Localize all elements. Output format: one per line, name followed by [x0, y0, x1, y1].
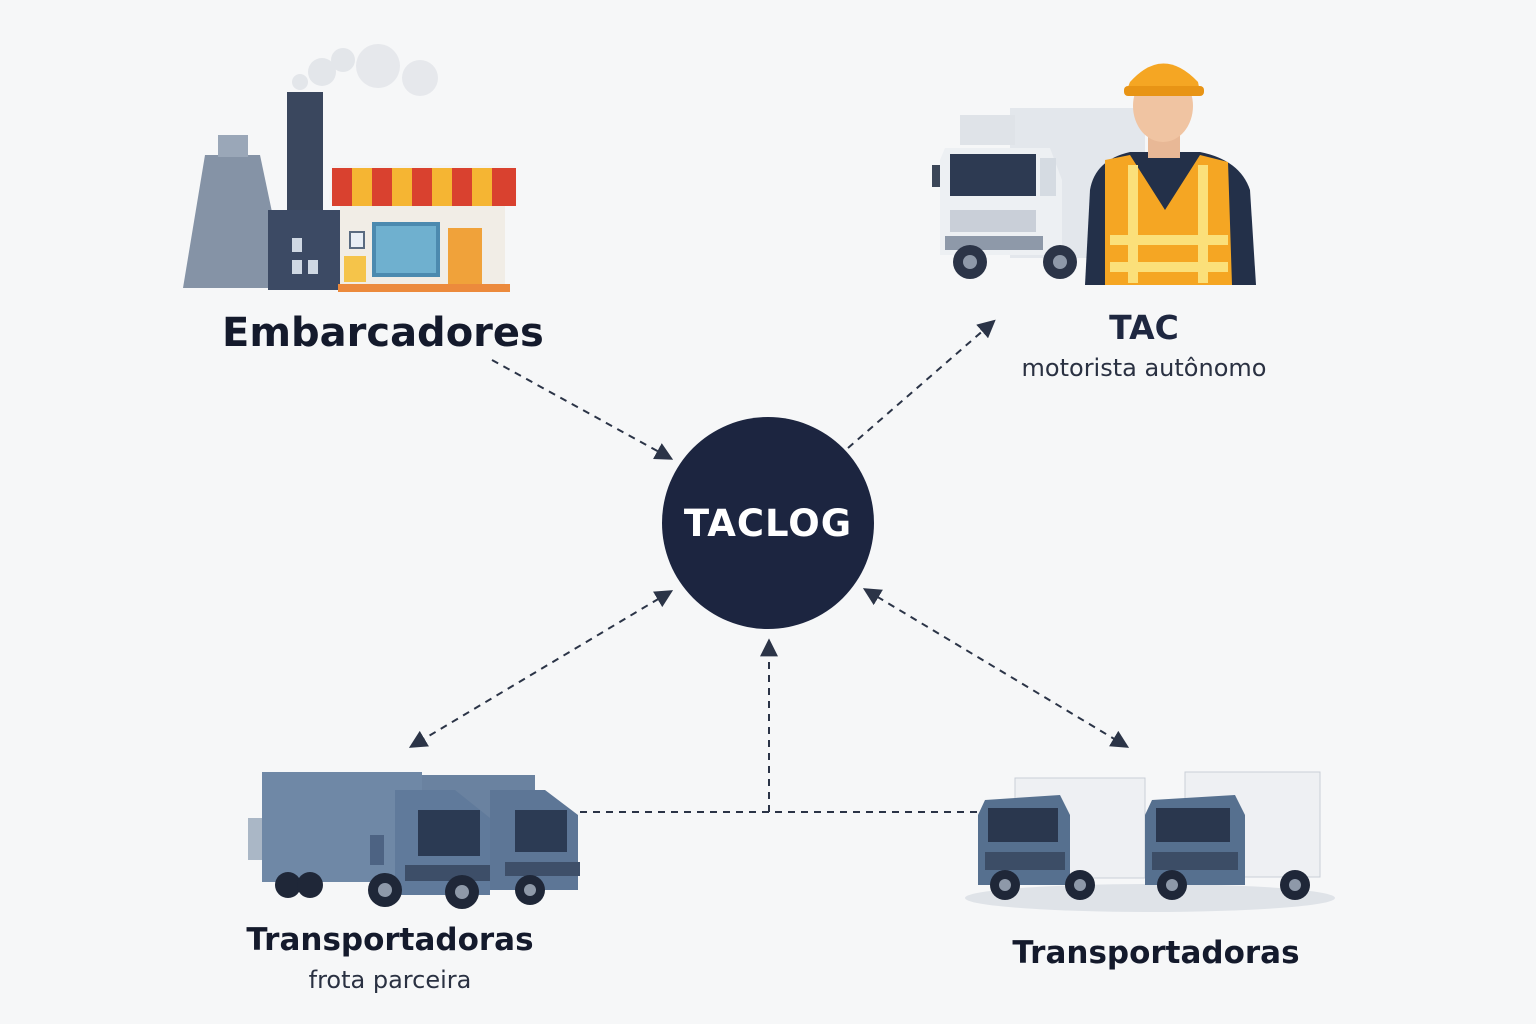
taclog-hub: TACLOG	[662, 417, 874, 629]
embarcadores-title: Embarcadores	[222, 310, 544, 356]
tac-subtitle: motorista autônomo	[1021, 354, 1267, 382]
transportadoras-parceira-subtitle: frota parceira	[308, 966, 472, 994]
transportadoras-parceira-title: Transportadoras	[246, 922, 534, 958]
white-box-trucks-icon	[965, 771, 1335, 912]
arrow-hub-to-tac	[847, 319, 996, 449]
blue-fleet-trucks-icon	[248, 772, 580, 909]
arrow-embarcadores-to-hub	[491, 359, 674, 460]
tac-title: TAC	[1109, 308, 1179, 347]
hub-label: TACLOG	[683, 501, 853, 545]
transportadoras-title: Transportadoras	[1012, 935, 1300, 971]
factory-and-store-icon	[183, 44, 518, 292]
arrow-hub-parceira	[408, 590, 674, 748]
truck-driver-icon	[932, 63, 1256, 285]
arrow-hub-transportadoras	[862, 588, 1130, 748]
connectors	[408, 319, 1130, 813]
